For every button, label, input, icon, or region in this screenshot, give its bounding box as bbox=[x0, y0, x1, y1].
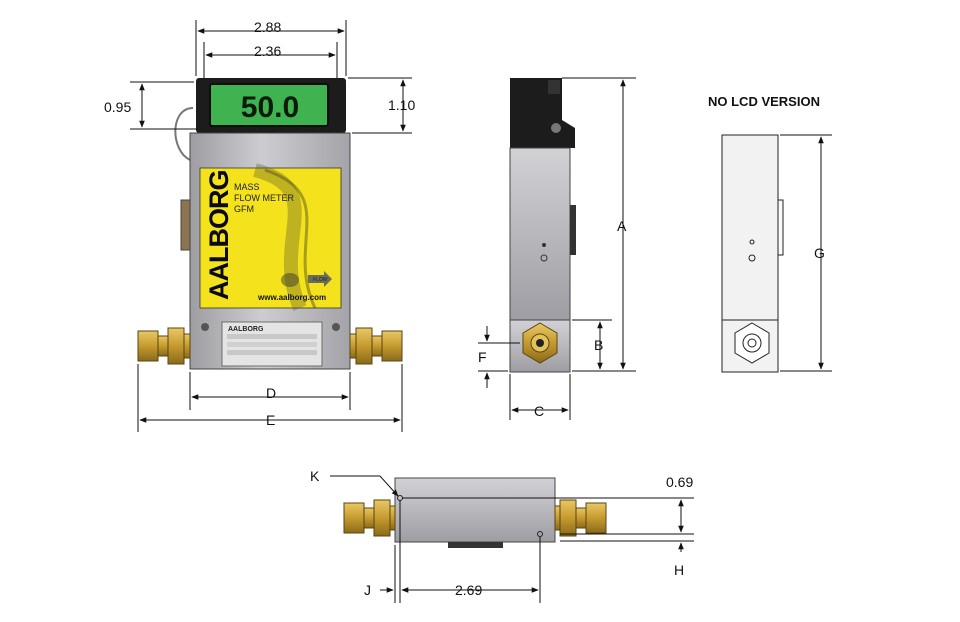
product-label bbox=[199, 167, 342, 309]
no-lcd-screw-icon bbox=[749, 239, 755, 245]
nameplate-row bbox=[227, 342, 317, 347]
no-lcd-screw-icon bbox=[748, 254, 756, 262]
bottom-right-fitting bbox=[554, 499, 607, 537]
no-lcd-body bbox=[721, 134, 779, 321]
front-view: 50.0 AALBORG MASS FLOW METER GFM www.aal… bbox=[130, 20, 412, 432]
side-lcd-housing bbox=[510, 78, 575, 148]
dim-lcd-width: 2.36 bbox=[254, 43, 282, 59]
no-lcd-port-hole bbox=[747, 338, 757, 348]
product-line-1: MASS bbox=[234, 182, 260, 192]
screw-icon bbox=[332, 323, 340, 331]
side-knob bbox=[551, 123, 561, 133]
side-body bbox=[509, 147, 571, 321]
dim-hole-spacing: 2.69 bbox=[455, 582, 483, 598]
product-line-2: FLOW METER bbox=[234, 193, 294, 203]
side-screw-icon bbox=[542, 243, 546, 247]
dim-hole-offset: 0.69 bbox=[666, 474, 694, 490]
bottom-view bbox=[330, 475, 694, 603]
dim-lcd-height-right: 1.10 bbox=[388, 97, 416, 113]
dim-port-f: F bbox=[478, 349, 487, 365]
bottom-connector bbox=[448, 542, 503, 548]
cable-loop bbox=[174, 107, 194, 161]
bottom-dimension-lines bbox=[330, 475, 694, 603]
side-connector bbox=[570, 205, 576, 255]
dim-offset-h: H bbox=[674, 562, 685, 578]
no-lcd-view bbox=[721, 134, 832, 373]
label-swoosh-line bbox=[264, 168, 317, 309]
website-text: www.aalborg.com bbox=[257, 293, 326, 302]
nameplate-brand: AALBORG bbox=[228, 326, 264, 333]
dim-height-a: A bbox=[617, 218, 627, 234]
side-dimension-lines bbox=[478, 77, 636, 420]
no-lcd-dimension-lines bbox=[780, 134, 832, 372]
side-button bbox=[548, 80, 560, 94]
dim-hole-k: K bbox=[310, 468, 320, 484]
page-title: NO LCD VERSION bbox=[708, 94, 820, 109]
lcd-value: 50.0 bbox=[241, 91, 299, 124]
flow-label: FLOW bbox=[313, 277, 328, 283]
label-emblem bbox=[281, 273, 299, 287]
screw-icon bbox=[201, 323, 209, 331]
nameplate-row bbox=[227, 350, 317, 355]
dim-overall-length: E bbox=[266, 412, 276, 428]
dim-lcd-height-left: 0.95 bbox=[104, 99, 132, 115]
flow-arrow-icon bbox=[308, 271, 332, 287]
product-line-3: GFM bbox=[234, 204, 254, 214]
side-screw-icon bbox=[540, 254, 548, 262]
left-fitting bbox=[137, 327, 191, 365]
dim-depth-c: C bbox=[534, 403, 545, 419]
mount-hole-h bbox=[537, 531, 543, 537]
nameplate-row bbox=[227, 334, 317, 339]
side-view bbox=[478, 77, 636, 420]
dim-fitting-span: D bbox=[266, 385, 277, 401]
bottom-left-fitting bbox=[343, 499, 396, 537]
dim-height-g: G bbox=[814, 245, 825, 261]
dim-inlet-b: B bbox=[594, 337, 604, 353]
front-dimension-lines bbox=[130, 20, 412, 432]
no-lcd-connector bbox=[777, 199, 784, 256]
lcd-display bbox=[209, 83, 329, 127]
right-fitting bbox=[349, 327, 403, 365]
dim-overall-width: 2.88 bbox=[254, 19, 282, 35]
side-port-hole bbox=[536, 339, 544, 347]
dim-edge-j: J bbox=[364, 582, 371, 598]
bottom-body bbox=[394, 477, 556, 543]
brand-logo: AALBORG bbox=[204, 171, 234, 301]
